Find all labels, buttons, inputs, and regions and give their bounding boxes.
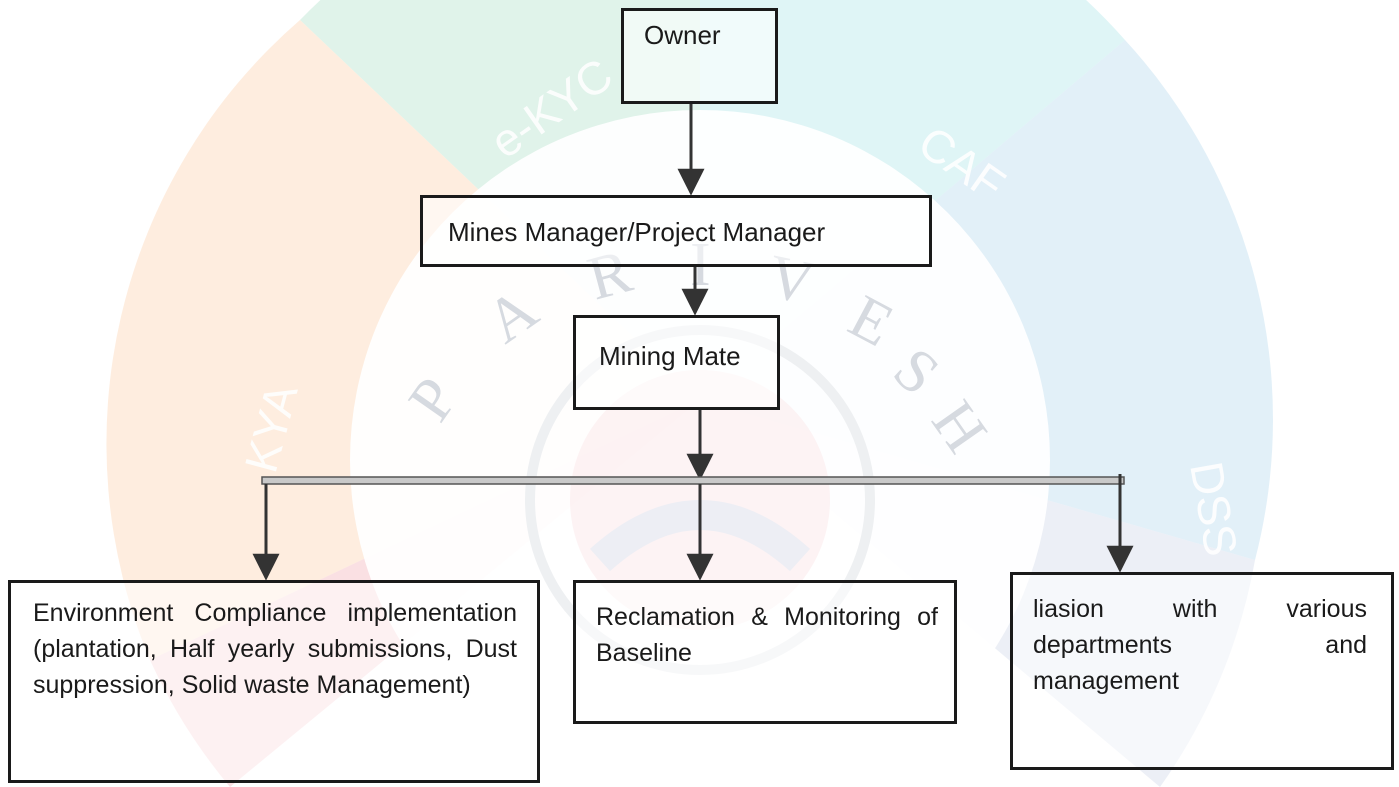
branch-horizontal-bar xyxy=(261,476,1125,485)
reclamation-monitoring-node: Reclamation & Monitoring of Baseline xyxy=(573,580,957,724)
liaison-node: liasion with various departments and man… xyxy=(1010,572,1394,770)
mining-mate-node: Mining Mate xyxy=(573,315,780,410)
environment-compliance-node: Environment Compliance implementation (p… xyxy=(8,580,540,783)
mines-manager-node: Mines Manager/Project Manager xyxy=(420,195,932,267)
owner-node: Owner xyxy=(621,8,778,104)
